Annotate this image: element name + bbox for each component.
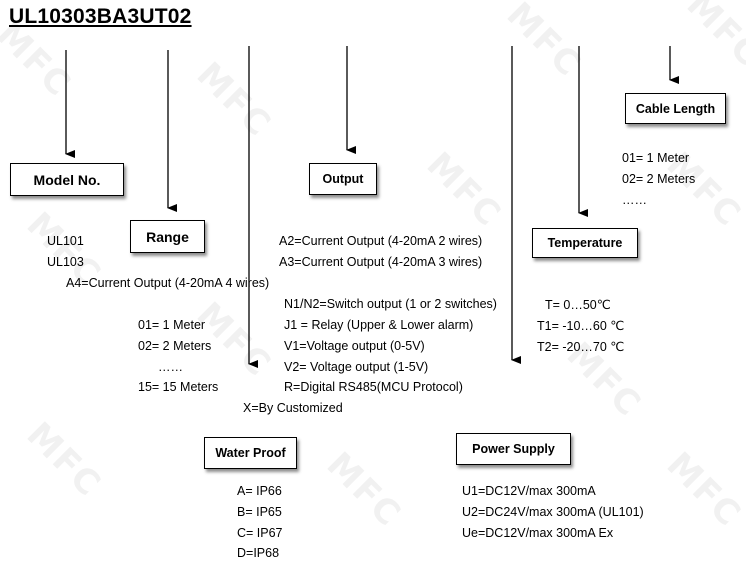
range-option: 01= 1 Meter xyxy=(138,318,206,332)
output-option: R=Digital RS485(MCU Protocol) xyxy=(284,380,463,394)
output-option: A4=Current Output (4-20mA 4 wires) xyxy=(66,276,270,290)
output-label: Output xyxy=(322,172,364,186)
water-proof-box: Water Proof xyxy=(204,437,297,469)
water-proof-option: D=IP68 xyxy=(237,546,280,560)
output-option: A3=Current Output (4-20mA 3 wires) xyxy=(279,255,483,269)
water-proof-option: A= IP66 xyxy=(237,484,282,498)
range-option: 15= 15 Meters xyxy=(138,380,219,394)
cable-length-option: …… xyxy=(622,193,647,207)
temperature-option: T2= -20…70 ℃ xyxy=(537,340,625,354)
customized-option: X=By Customized xyxy=(243,401,343,415)
temperature-option: T1= -10…60 ℃ xyxy=(537,319,625,333)
cable-length-box: Cable Length xyxy=(625,93,726,124)
cable-length-option: 02= 2 Meters xyxy=(622,172,696,186)
part-number-title: UL10303BA3UT02 xyxy=(9,5,192,28)
cable-length-label: Cable Length xyxy=(635,101,716,116)
range-option: …… xyxy=(158,360,183,374)
water-proof-option: B= IP65 xyxy=(237,505,282,519)
temperature-box: Temperature xyxy=(532,228,638,258)
range-box: Range xyxy=(130,220,205,253)
temperature-label: Temperature xyxy=(547,236,623,250)
temperature-option: T= 0…50℃ xyxy=(545,298,611,312)
range-option: 02= 2 Meters xyxy=(138,339,212,353)
output-option: N1/N2=Switch output (1 or 2 switches) xyxy=(284,297,497,311)
power-supply-option: Ue=DC12V/max 300mA Ex xyxy=(462,526,614,540)
output-option: J1 = Relay (Upper & Lower alarm) xyxy=(284,318,474,332)
model-option: UL103 xyxy=(47,255,84,269)
power-supply-box: Power Supply xyxy=(456,433,571,465)
power-supply-option: U1=DC12V/max 300mA xyxy=(462,484,596,498)
water-proof-label: Water Proof xyxy=(215,446,286,460)
output-option: V1=Voltage output (0-5V) xyxy=(284,339,425,353)
power-supply-label: Power Supply xyxy=(472,442,555,456)
output-box: Output xyxy=(309,163,377,195)
cable-length-option: 01= 1 Meter xyxy=(622,151,690,165)
water-proof-option: C= IP67 xyxy=(237,526,283,540)
model-number-box: Model No. xyxy=(10,163,124,196)
model-option: UL101 xyxy=(47,234,84,248)
power-supply-option: U2=DC24V/max 300mA (UL101) xyxy=(462,505,644,519)
range-label: Range xyxy=(146,228,189,245)
output-option: A2=Current Output (4-20mA 2 wires) xyxy=(279,234,483,248)
model-number-label: Model No. xyxy=(33,171,101,188)
output-option: V2= Voltage output (1-5V) xyxy=(284,360,429,374)
